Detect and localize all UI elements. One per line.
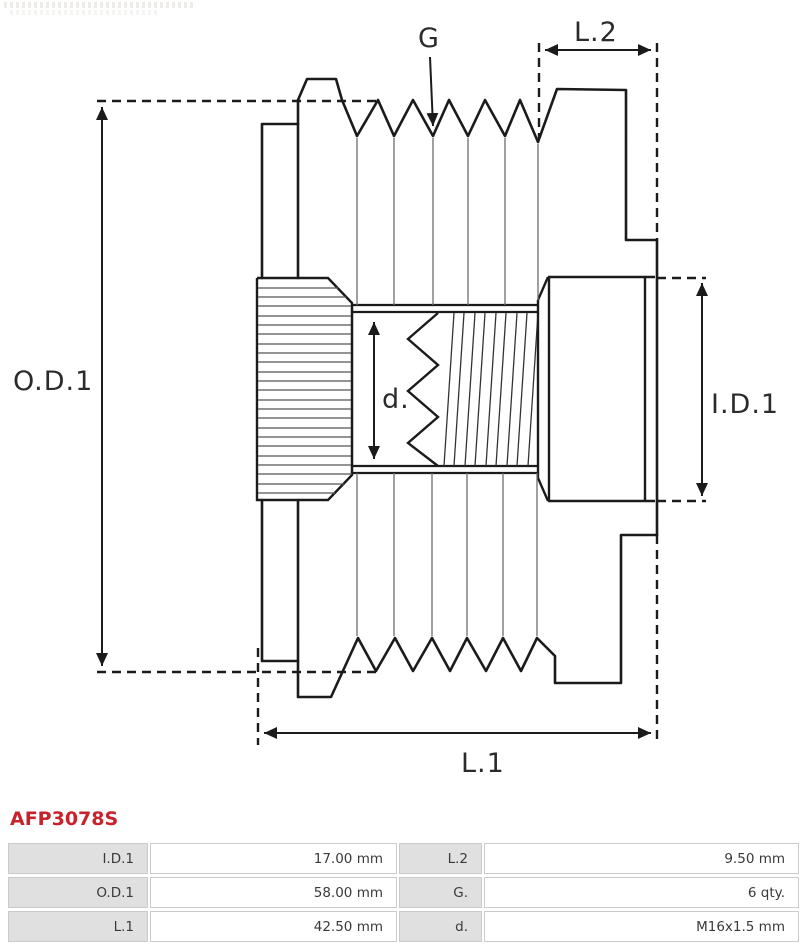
technical-drawing: O.D.1 I.D.1 L.1 L.2 G d. bbox=[13, 17, 779, 779]
spec-value: 9.50 mm bbox=[484, 843, 799, 874]
spec-value: 6 qty. bbox=[484, 877, 799, 908]
spec-value: 58.00 mm bbox=[150, 877, 397, 908]
spec-label: I.D.1 bbox=[8, 843, 148, 874]
spec-value: M16x1.5 mm bbox=[484, 911, 799, 942]
spec-label: G. bbox=[399, 877, 482, 908]
spec-label: L.2 bbox=[399, 843, 482, 874]
part-number: AFP3078S bbox=[10, 808, 119, 830]
spec-table: I.D.1 17.00 mm L.2 9.50 mm O.D.1 58.00 m… bbox=[8, 843, 801, 942]
spec-label: d. bbox=[399, 911, 482, 942]
watermark bbox=[4, 2, 194, 8]
spec-value: 17.00 mm bbox=[150, 843, 397, 874]
d-label: d. bbox=[382, 384, 410, 415]
dimension-labels: O.D.1 I.D.1 L.1 L.2 G d. bbox=[13, 17, 779, 779]
bearing-collar bbox=[536, 275, 655, 503]
hub-knurl bbox=[255, 276, 354, 502]
g-label: G bbox=[418, 23, 440, 54]
threaded-bore bbox=[350, 300, 540, 478]
extension-lines bbox=[97, 43, 706, 745]
spec-value: 42.50 mm bbox=[150, 911, 397, 942]
id1-label: I.D.1 bbox=[711, 389, 779, 420]
l2-label: L.2 bbox=[574, 17, 618, 48]
dimension-lines bbox=[96, 44, 708, 739]
thread-zigzag bbox=[406, 312, 440, 467]
groove-lines bbox=[356, 138, 539, 636]
watermark bbox=[10, 10, 160, 15]
spec-label: O.D.1 bbox=[8, 877, 148, 908]
pulley-outline bbox=[260, 77, 659, 699]
g-leader bbox=[426, 56, 439, 127]
l1-label: L.1 bbox=[461, 748, 505, 779]
od1-label: O.D.1 bbox=[13, 366, 93, 397]
section-hatch bbox=[443, 312, 539, 467]
spec-label: L.1 bbox=[8, 911, 148, 942]
